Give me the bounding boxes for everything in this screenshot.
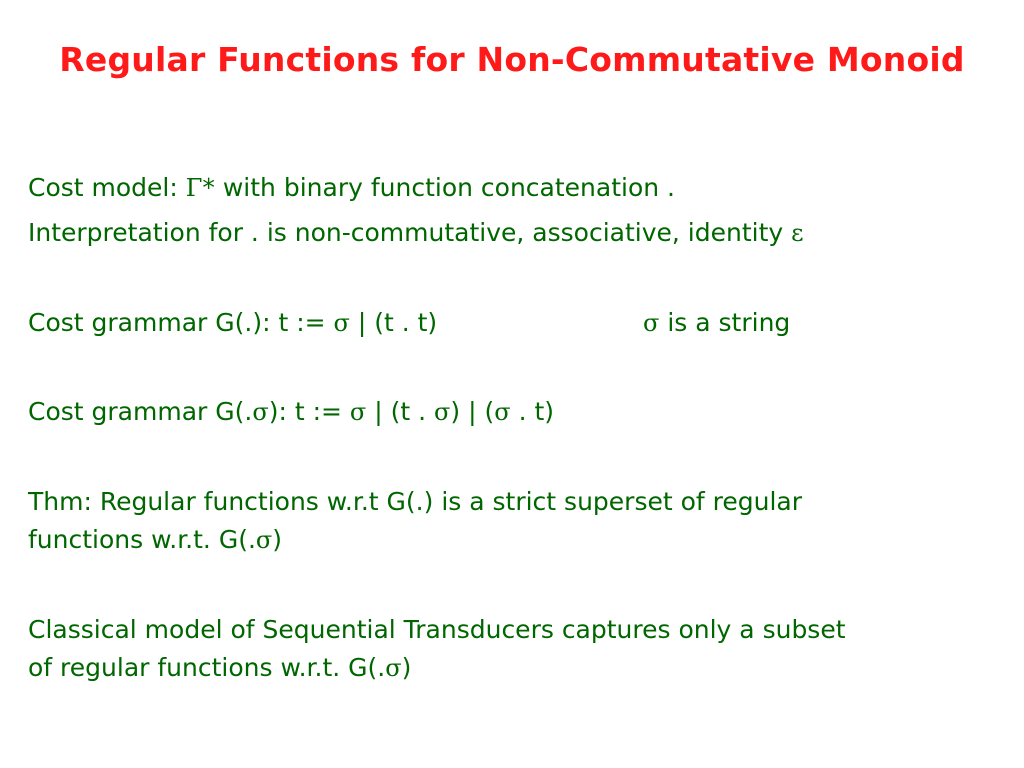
classical-line-2-b: ) — [401, 653, 412, 682]
slide-title: Regular Functions for Non-Commutative Mo… — [59, 40, 965, 79]
gamma-symbol: Γ — [185, 174, 203, 202]
classical-line-2-a: of regular functions w.r.t. G(. — [28, 653, 386, 682]
cost-model-suffix: * with binary function concatenation . — [202, 173, 675, 202]
theorem-line-2-b: ) — [272, 525, 283, 554]
cost-model-line: Cost model: Γ* with binary function conc… — [28, 170, 675, 206]
interpretation-line: Interpretation for . is non-commutative,… — [28, 215, 804, 251]
classical-model-line-1: Classical model of Sequential Transducer… — [28, 615, 846, 644]
theorem-line-1: Thm: Regular functions w.r.t G(.) is a s… — [28, 487, 803, 516]
sigma-symbol: σ — [643, 309, 660, 337]
cost-grammar-1-line: Cost grammar G(.): t := σ | (t . t) σ is… — [28, 305, 790, 341]
grammar1-prefix: Cost grammar G(.): t := — [28, 308, 334, 337]
sigma-note-text: is a string — [659, 308, 791, 337]
grammar2-part-c: | (t . — [366, 397, 435, 426]
theorem-line-2: functions w.r.t. G(.σ) — [28, 522, 282, 558]
sigma-symbol: σ — [385, 654, 402, 682]
sigma-symbol: σ — [349, 398, 367, 426]
sigma-symbol: σ — [252, 398, 269, 426]
interpretation-text: Interpretation for . is non-commutative,… — [28, 218, 792, 247]
sigma-symbol: σ — [494, 398, 511, 426]
sigma-symbol: σ — [333, 309, 350, 337]
sigma-note: σ is a string — [643, 305, 790, 341]
grammar2-part-d: ) | ( — [450, 397, 495, 426]
grammar2-part-b: ): t := — [268, 397, 350, 426]
theorem-line-2-a: functions w.r.t. G(. — [28, 525, 256, 554]
classical-model-line-2: of regular functions w.r.t. G(.σ) — [28, 650, 411, 686]
grammar2-part-a: Cost grammar G(. — [28, 397, 253, 426]
grammar1-suffix: | (t . t) — [349, 308, 438, 337]
sigma-symbol: σ — [255, 526, 273, 554]
cost-model-prefix: Cost model: — [28, 173, 186, 202]
cost-grammar-2-line: Cost grammar G(.σ): t := σ | (t . σ) | (… — [28, 394, 554, 430]
epsilon-symbol: ε — [791, 219, 804, 247]
grammar2-part-e: . t) — [510, 397, 555, 426]
sigma-symbol: σ — [434, 398, 451, 426]
